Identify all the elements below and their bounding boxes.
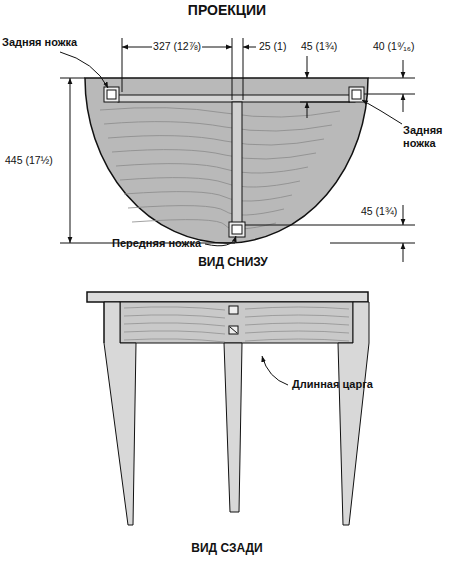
dimension: 40 (1⁹⁄₁₆) (372, 40, 415, 52)
table-top-underside (85, 78, 368, 243)
table-top-edge (87, 292, 368, 302)
back-apron (118, 95, 355, 102)
view-caption: ВИД СНИЗУ (198, 256, 268, 270)
leg (338, 302, 369, 525)
long-apron (120, 302, 353, 343)
front-leg (229, 222, 245, 237)
dimension: 327 (12⅞) (152, 40, 202, 52)
front-leg (224, 343, 242, 512)
dimension: 445 (17½) (4, 154, 54, 166)
part-name: Задняя ножка (403, 124, 451, 149)
back-leg (104, 87, 119, 102)
part-name: Задняя ножка (2, 36, 77, 49)
part-name: Передняя ножка (112, 237, 201, 250)
back-leg (349, 87, 364, 102)
dimension: 45 (1¾) (300, 40, 338, 52)
view-caption: ВИД СЗАДИ (191, 542, 262, 556)
title: ПРОЕКЦИИ (188, 2, 266, 18)
center-brace (232, 102, 242, 224)
part-name: Длинная царга (292, 378, 373, 391)
dimension: 45 (1¾) (360, 205, 398, 217)
dimension: 25 (1) (258, 40, 287, 52)
leg (104, 302, 136, 525)
